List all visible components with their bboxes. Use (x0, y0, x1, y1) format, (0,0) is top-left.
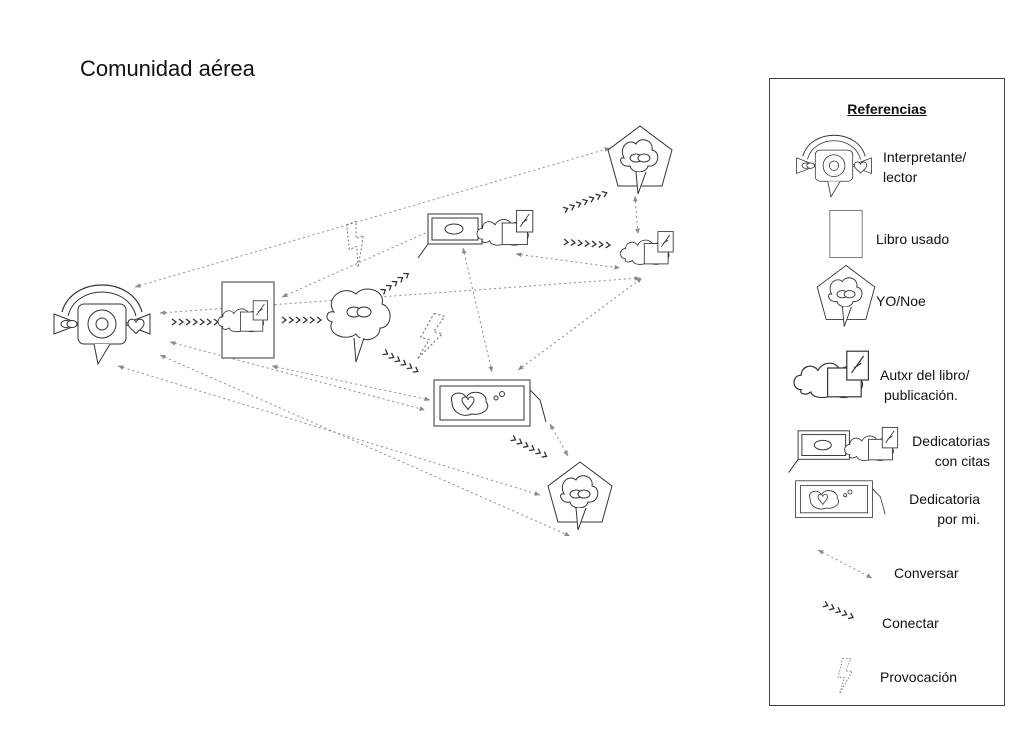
legend-line: Conectar (882, 615, 939, 631)
interpretant-reader-node (53, 284, 151, 365)
book-author-node (621, 232, 674, 265)
legend-line: Libro usado (876, 231, 950, 247)
legend-line: Dedicatoria (909, 491, 980, 507)
legend-line: Dedicatorias (912, 433, 990, 449)
yo-noe-cloud-node (326, 288, 391, 363)
legend-line: Conversar (894, 565, 959, 581)
legend-line: Provocación (880, 669, 958, 685)
legend-label-reader: Interpretante/ lector (883, 147, 966, 187)
legend-label-book: Libro usado (876, 229, 949, 249)
legend-line: con citas (934, 453, 990, 469)
page-title: Comunidad aérea (80, 56, 255, 81)
legend-line: Interpretante/ (883, 149, 967, 165)
legend-label-author: Autxr del libro/ publicación. (880, 365, 969, 405)
legend-label-converse: Conversar (894, 563, 959, 583)
legend-line: por mi. (937, 511, 980, 527)
yo-noe-node-top (607, 125, 673, 195)
used-book-node (218, 281, 275, 359)
legend-title: Referencias (847, 101, 927, 117)
legend-label-dedications-quotes: Dedicatorias con citas (900, 431, 990, 471)
dedication-by-me-node (433, 379, 547, 427)
legend-line: lector (883, 169, 918, 185)
legend-icons (789, 134, 898, 694)
legend-panel: Referencias Interpretante/ lector Libro … (769, 78, 1005, 706)
legend-line: Autxr del libro/ (880, 367, 970, 383)
provocation-bolt-icon (414, 311, 448, 365)
legend-line: YO/Noe (876, 293, 926, 309)
legend-label-provocation: Provocación (880, 667, 957, 687)
legend-label-connect: Conectar (882, 613, 939, 633)
yo-noe-node-bottom (547, 461, 613, 531)
legend-line: publicación. (884, 387, 958, 403)
legend-label-yo-noe: YO/Noe (876, 291, 926, 311)
dedications-with-quotes-node (418, 210, 533, 258)
legend-label-dedication-me: Dedicatoria por mi. (900, 489, 980, 529)
provocation-bolt-icon (340, 220, 374, 269)
